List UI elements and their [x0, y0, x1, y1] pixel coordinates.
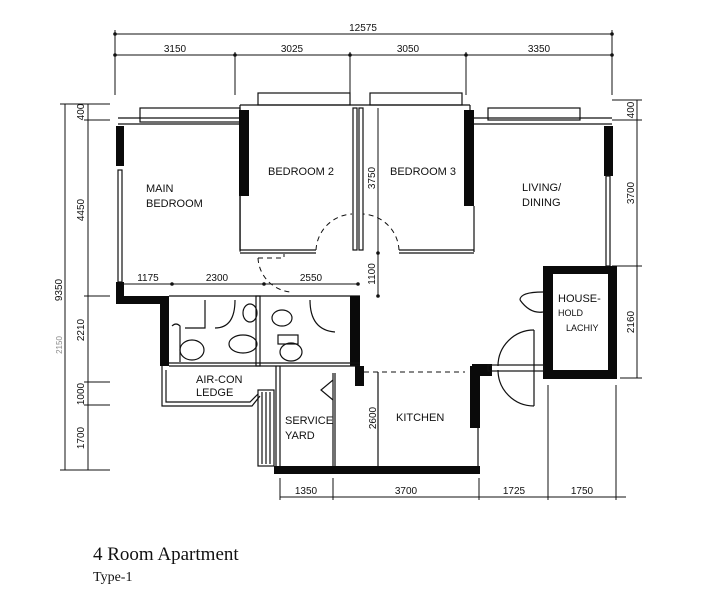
railing — [257, 389, 275, 467]
label-bedroom-3: BEDROOM 3 — [390, 166, 456, 178]
dim-inner-v3: 2600 — [368, 406, 379, 429]
left-dimensions: 400 4450 2210 1000 1700 9350 2150 — [54, 103, 110, 471]
plan-title: 4 Room Apartment — [93, 544, 239, 565]
dim-inner-h3: 2550 — [300, 273, 323, 284]
dim-top-1: 3150 — [164, 44, 187, 55]
bottom-dimensions: 1350 3700 1725 1750 — [279, 385, 626, 500]
dim-inner-v2: 1100 — [367, 263, 378, 285]
dim-left-3: 2210 — [76, 318, 87, 341]
label-service-1: SERVICE — [285, 415, 333, 427]
dim-bottom-2: 3700 — [395, 486, 418, 497]
label-household-3: LACHIY — [566, 323, 599, 333]
dim-left-2: 4450 — [76, 198, 87, 221]
dim-inner-h1: 1175 — [137, 273, 159, 284]
dim-left-faint: 2150 — [55, 336, 64, 354]
dim-right-1: 400 — [626, 101, 637, 118]
dim-left-4: 1000 — [76, 382, 87, 405]
label-kitchen: KITCHEN — [396, 412, 444, 424]
room-labels: MAIN BEDROOM BEDROOM 2 BEDROOM 3 LIVING/… — [146, 166, 601, 442]
dim-left-5: 1700 — [76, 426, 87, 449]
label-main-bedroom-1: MAIN — [146, 183, 174, 195]
walls — [116, 92, 617, 474]
doors — [257, 213, 545, 407]
label-aircon-1: AIR-CON — [196, 374, 243, 386]
label-service-2: YARD — [285, 430, 315, 442]
dim-inner-v1: 3750 — [367, 166, 378, 189]
label-household-1: HOUSE- — [558, 293, 601, 305]
dim-bottom-4: 1750 — [571, 486, 594, 497]
top-dimensions: 12575 3150 3025 3050 3350 — [113, 23, 614, 95]
label-household-2: HOLD — [558, 308, 584, 318]
inner-dimensions: 1175 2300 2550 3750 1100 2600 — [122, 108, 380, 429]
label-aircon-2: LEDGE — [196, 387, 233, 399]
plan-subtitle: Type-1 — [93, 570, 133, 585]
dim-top-4: 3350 — [528, 44, 551, 55]
dim-top-total: 12575 — [349, 23, 377, 34]
dim-left-1: 400 — [76, 103, 87, 120]
dim-top-3: 3050 — [397, 44, 420, 55]
label-living-1: LIVING/ — [522, 182, 562, 194]
dim-top-2: 3025 — [281, 44, 304, 55]
dim-right-2: 3700 — [626, 181, 637, 204]
label-living-2: DINING — [522, 197, 561, 209]
dim-inner-h2: 2300 — [206, 273, 229, 284]
dim-left-total: 9350 — [54, 278, 65, 301]
dim-right-3: 2160 — [626, 310, 637, 333]
label-main-bedroom-2: BEDROOM — [146, 198, 203, 210]
dim-bottom-3: 1725 — [503, 486, 526, 497]
label-bedroom-2: BEDROOM 2 — [268, 166, 334, 178]
dim-bottom-1: 1350 — [295, 486, 318, 497]
